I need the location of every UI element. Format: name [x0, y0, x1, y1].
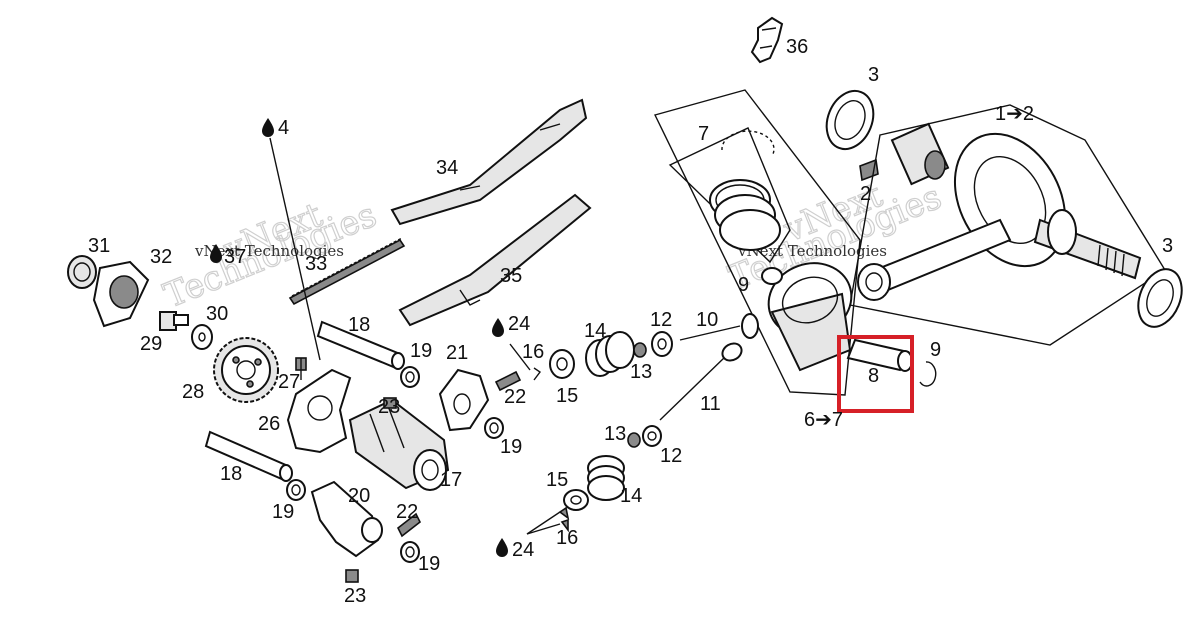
label-15-bottom: 15: [546, 469, 568, 491]
part-12-seat-bottom: [642, 425, 662, 447]
part-15-retainer-bottom: [563, 489, 589, 511]
part-23-nut-bottom: [345, 569, 359, 583]
label-13-top: 13: [630, 361, 652, 383]
label-36: 36: [786, 36, 808, 58]
label-1-to-2: 1➔2: [995, 103, 1034, 125]
label-16-top: 16: [522, 341, 544, 363]
part-32-retainer: [92, 260, 150, 328]
label-28: 28: [182, 381, 204, 403]
part-35-chain-tensioner: [398, 193, 592, 327]
label-2: 2: [860, 183, 871, 205]
part-9-circlip: [919, 361, 937, 387]
part-18-rocker-shaft-top: [316, 320, 405, 370]
label-26: 26: [258, 413, 280, 435]
label-30: 30: [206, 303, 228, 325]
watermark-left-text: vNext Technologies: [194, 242, 344, 260]
label-32: 32: [150, 246, 172, 268]
label-31: 31: [88, 235, 110, 257]
part-22-screw-bottom: [396, 512, 422, 538]
leader-lines: [269, 137, 561, 535]
label-24-bottom: 24: [512, 539, 534, 561]
part-13-seal-top: [633, 342, 647, 358]
label-3-right: 3: [1162, 235, 1173, 257]
crankshaft-group: [849, 104, 1166, 346]
highlight-box-part-8: [837, 335, 914, 413]
label-10: 10: [696, 309, 718, 331]
oil-drop-icon: [496, 538, 508, 557]
part-3-thrust-washer-right: [1137, 268, 1183, 328]
part-30-washer: [191, 324, 213, 350]
part-18-rocker-shaft-bottom: [204, 430, 293, 482]
part-3-thrust-washer-top: [825, 89, 875, 151]
label-29: 29: [140, 333, 162, 355]
label-19-c: 19: [272, 501, 294, 523]
label-35: 35: [500, 265, 522, 287]
label-22-bottom: 22: [396, 501, 418, 523]
label-7-top: 7: [698, 123, 709, 145]
part-20-rocker-arm: [310, 480, 383, 558]
part-19-washer-a: [400, 366, 420, 388]
label-12-top: 12: [650, 309, 672, 331]
label-9-top: 9: [738, 274, 749, 296]
part-11-valve: [659, 342, 743, 421]
watermark-left: vNext Technologies vNext Technologies: [158, 194, 383, 317]
part-16-valve-cotter-bottom: [558, 506, 570, 533]
label-14-bottom: 14: [620, 485, 642, 507]
part-19-washer-d: [400, 541, 420, 563]
part-22-screw-top: [494, 370, 522, 392]
part-31-oil-seal: [67, 255, 97, 289]
oil-drop-icon: [262, 118, 274, 137]
part-26-bearing-plate: [286, 368, 352, 454]
part-29-bolt: [159, 311, 189, 331]
label-19-d: 19: [418, 553, 440, 575]
part-33-timing-chain: [288, 237, 406, 306]
label-24-top: 24: [508, 313, 530, 335]
part-labels: 36 3 1➔2 7 2 3 4 34 31 32 37 33 35 9 30 …: [88, 36, 1173, 607]
label-12-bottom: 12: [660, 445, 682, 467]
label-3-top: 3: [868, 64, 879, 86]
part-21-rocker-arm: [438, 368, 490, 432]
oil-drop-icon: [210, 244, 222, 263]
label-17: 17: [440, 469, 462, 491]
part-16-valve-cotter-top: [533, 367, 542, 381]
label-13-bottom: 13: [604, 423, 626, 445]
part-14-spring-bottom: [587, 455, 625, 501]
label-23-bottom: 23: [344, 585, 366, 607]
label-18-bottom: 18: [220, 463, 242, 485]
part-36-bearing-shell: [750, 16, 784, 64]
label-21: 21: [446, 342, 468, 364]
part-12-seat-top: [651, 331, 673, 357]
part-8-piston-pin: [846, 338, 913, 372]
label-19-b: 19: [500, 436, 522, 458]
label-16-bottom: 16: [556, 527, 578, 549]
label-14-top: 14: [584, 320, 606, 342]
label-37: 37: [224, 246, 246, 268]
piston-group: [654, 89, 861, 396]
oil-drop-icon: [492, 318, 504, 337]
part-27-bolt: [295, 357, 307, 380]
label-9-right: 9: [930, 339, 941, 361]
part-34-chain-guide: [390, 98, 588, 226]
label-34: 34: [436, 157, 458, 179]
label-15-top: 15: [556, 385, 578, 407]
part-19-washer-b: [484, 417, 504, 439]
label-18-top: 18: [348, 314, 370, 336]
label-19-a: 19: [410, 340, 432, 362]
label-8: 8: [868, 365, 879, 387]
label-27: 27: [278, 371, 300, 393]
label-4: 4: [278, 117, 289, 139]
label-22-top: 22: [504, 386, 526, 408]
part-19-washer-c: [286, 479, 306, 501]
part-28-sprocket: [213, 337, 279, 403]
label-20: 20: [348, 485, 370, 507]
label-23-top: 23: [378, 396, 400, 418]
label-11: 11: [700, 393, 721, 415]
part-10-valve: [679, 313, 759, 341]
label-6-to-7: 6➔7: [804, 409, 843, 431]
part-13-seal-bottom: [627, 432, 641, 448]
label-33: 33: [305, 253, 327, 275]
part-23-nut-top: [383, 397, 397, 409]
part-15-retainer-top: [549, 349, 575, 379]
